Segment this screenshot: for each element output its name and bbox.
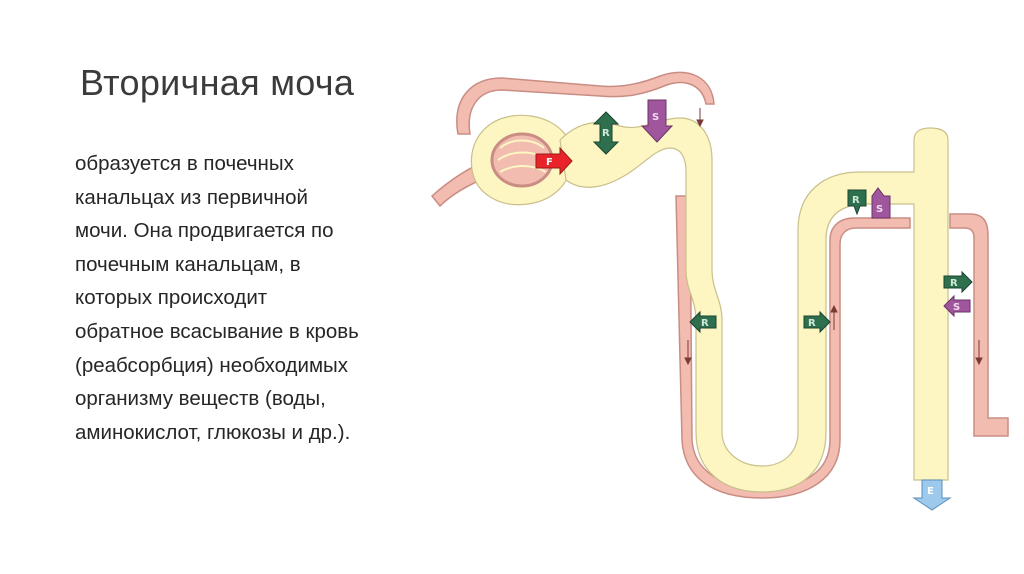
body-line: организму веществ (воды,	[75, 382, 475, 416]
body-line: мочи. Она продвигается по	[75, 214, 475, 248]
body-line: канальцах из первичной	[75, 181, 475, 215]
body-line: образуется в почечных	[75, 147, 475, 181]
nephron-diagram: F R R R R R S S	[420, 60, 1024, 574]
body-line: обратное всасывание в кровь	[75, 315, 475, 349]
body-line: которых происходит	[75, 281, 475, 315]
body-text: образуется в почечных канальцах из перви…	[75, 147, 475, 449]
proximal-tubule	[560, 118, 948, 492]
filtration-label: F	[546, 157, 553, 168]
reabsorption-label: R	[950, 278, 958, 289]
reabsorption-arrow: R	[848, 190, 866, 214]
reabsorption-label: R	[808, 318, 816, 329]
body-line: аминокислот, глюкозы и др.).	[75, 416, 475, 450]
excretion-label: E	[927, 486, 934, 497]
reabsorption-label: R	[602, 128, 610, 139]
body-line: почечным канальцам, в	[75, 248, 475, 282]
reabsorption-label: R	[701, 318, 709, 329]
reabsorption-label: R	[852, 195, 860, 206]
secretion-label: S	[652, 112, 659, 123]
body-line: (реабсорбция) необходимых	[75, 349, 475, 383]
secretion-label: S	[876, 204, 883, 215]
collecting-vessel	[950, 214, 1008, 436]
excretion-arrow: E	[914, 480, 950, 510]
slide-title: Вторичная моча	[80, 62, 354, 104]
secretion-label: S	[953, 302, 960, 313]
